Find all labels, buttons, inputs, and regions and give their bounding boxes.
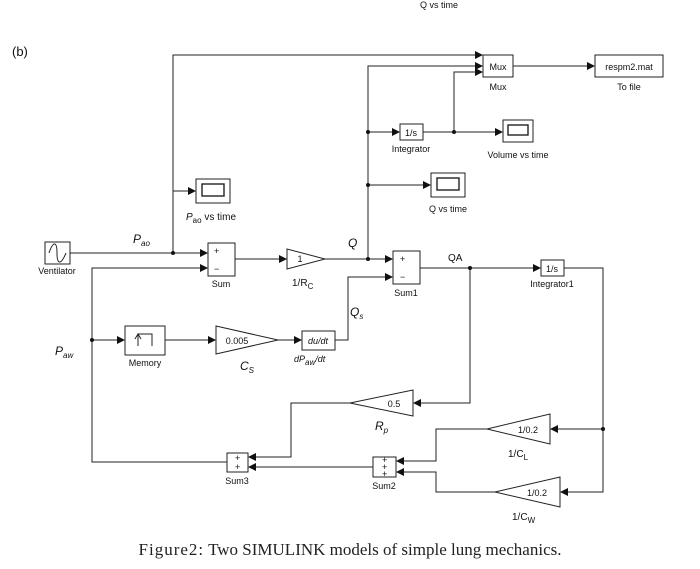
pao-scope-block[interactable]: Pao vs time [186, 178, 236, 225]
sum3-label: Sum3 [225, 476, 249, 486]
integrator-label: Integrator [392, 144, 431, 154]
sum3-sign-1: + [235, 453, 240, 463]
gain-cl-inner: 1/0.2 [518, 425, 538, 435]
gain-cw-block[interactable]: 1/0.2 1/CW [494, 476, 561, 525]
figure-tag: (b) [12, 44, 28, 59]
sum2-sign-2: + [382, 462, 387, 472]
sum3-block[interactable]: + + Sum3 [225, 452, 249, 486]
sum-label: Sum [212, 279, 231, 289]
integrator1-label: Integrator1 [530, 279, 574, 289]
gain-cl-label: 1/CL [508, 449, 529, 462]
signal-qa-label: QA [448, 253, 463, 264]
signal-wires [70, 51, 604, 496]
gain-rp-label: Rp [375, 419, 389, 435]
sum-plus: + [214, 246, 219, 256]
sum-block[interactable]: + − Sum [207, 242, 236, 289]
sum2-label: Sum2 [372, 481, 396, 491]
caption-prefix: Figure2: [138, 540, 205, 559]
signal-q-label: Q [348, 236, 357, 250]
integrator-block[interactable]: 1/s Integrator [392, 123, 431, 154]
sum1-block[interactable]: + − Sum1 [392, 250, 421, 298]
integrator1-block[interactable]: 1/s Integrator1 [530, 259, 574, 289]
signal-pao-label: Pao [133, 232, 150, 248]
gain-rp-inner: 0.5 [388, 399, 401, 409]
sum1-minus: − [400, 272, 405, 282]
gain-rc-block[interactable]: 1 1/RC [286, 248, 327, 291]
gain-cl-block[interactable]: 1/0.2 1/CL [486, 413, 551, 462]
caption-text: Two SIMULINK models of simple lung mecha… [208, 540, 562, 559]
sum2-sign-1: + [382, 455, 387, 465]
gain-cw-inner: 1/0.2 [527, 488, 547, 498]
gain-cw-label: 1/CW [512, 512, 536, 525]
pao-scope-label: Pao vs time [186, 212, 236, 225]
volume-scope-label: Volume vs time [487, 150, 548, 160]
sum2-block[interactable]: + + + Sum2 [372, 455, 397, 491]
ventilator-block[interactable]: Ventilator [38, 241, 76, 276]
junction-dots [90, 130, 605, 431]
sum-minus: − [214, 264, 219, 274]
signal-qs-label: Qs [350, 305, 363, 321]
memory-block[interactable]: Memory [124, 325, 166, 368]
mux-inner: Mux [489, 62, 507, 72]
mux-label: Mux [489, 82, 507, 92]
memory-label: Memory [129, 358, 162, 368]
derivative-block[interactable]: du/dt dPaw/dt [294, 330, 336, 367]
gain-cs-inner: 0.005 [226, 336, 249, 346]
memory-icon [137, 333, 153, 346]
gain-rc-label: 1/RC [292, 278, 314, 291]
derivative-label: dPaw/dt [294, 354, 326, 367]
to-file-block[interactable]: respm2.mat To file [594, 54, 664, 92]
q-scope-label: Q vs time [429, 204, 467, 214]
gain-cs-block[interactable]: 0.005 CS [215, 325, 279, 375]
mux-block[interactable]: Mux Mux [482, 54, 514, 92]
to-file-label: To file [617, 82, 641, 92]
sum1-plus: + [400, 254, 405, 264]
integrator-inner: 1/s [405, 128, 418, 138]
sum3-sign-2: + [235, 462, 240, 472]
sum2-sign-3: + [382, 469, 387, 479]
ventilator-label: Ventilator [38, 266, 76, 276]
sine-icon [48, 243, 67, 263]
to-file-inner: respm2.mat [605, 62, 653, 72]
q-scope-block[interactable]: Q vs time [429, 172, 467, 214]
sum1-label: Sum1 [394, 288, 418, 298]
gain-rp-block[interactable]: 0.5 Rp [349, 389, 414, 435]
top-partial-label: Q vs time [420, 0, 458, 10]
integrator1-inner: 1/s [546, 264, 559, 274]
gain-cs-label: CS [240, 359, 255, 375]
figure-caption: Figure2: Two SIMULINK models of simple l… [0, 540, 700, 560]
volume-scope-block[interactable]: Volume vs time [487, 119, 549, 160]
signal-paw-label: Paw [55, 344, 74, 360]
gain-rc-inner: 1 [297, 254, 302, 264]
derivative-inner: du/dt [308, 336, 329, 346]
